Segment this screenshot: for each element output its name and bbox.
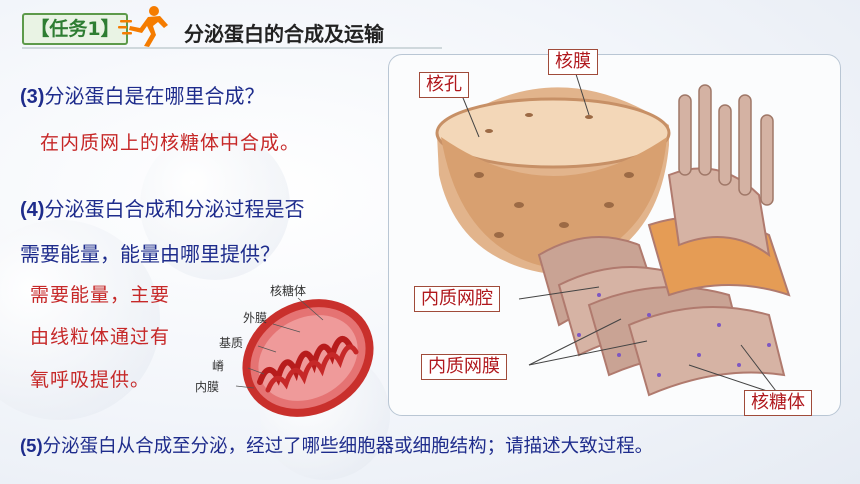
running-person-icon [118,6,168,47]
question-number: (3) [20,86,45,108]
question-3: (3)分泌蛋白是在哪里合成？ [20,80,264,109]
page-title: 分泌蛋白的合成及运输 [184,22,384,46]
label-er-membrane: 内质网膜 [421,354,507,380]
question-text: 分泌蛋白从合成至分泌，经过了哪些细胞器或细胞结构；请描述大致过程。 [42,436,654,457]
question-5: (5)分泌蛋白从合成至分泌，经过了哪些细胞器或细胞结构；请描述大致过程。 [20,432,653,458]
background-bubble [0,220,160,420]
diagram-panel: 核孔 核膜 内质网腔 内质网膜 核糖体 [388,49,841,416]
mito-label-outer-membrane: 外膜 [243,311,268,325]
label-nuclear-envelope: 核膜 [548,49,598,75]
question-4-line2: 需要能量，能量由哪里提供？ [20,242,280,266]
answer-3: 在内质网上的核糖体中合成。 [40,132,301,154]
label-ribosome: 核糖体 [744,390,812,416]
question-text: 分泌蛋白是在哪里合成？ [44,84,265,108]
background-bubble [140,130,290,280]
question-number: (4) [20,199,45,221]
question-number: (5) [20,435,43,456]
label-er-lumen: 内质网腔 [414,286,500,312]
nucleus-er-illustration [435,70,791,397]
answer-4-line1: 需要能量，主要 [30,284,171,306]
question-4: (4)分泌蛋白合成和分泌过程是否 [20,193,304,222]
answer-4-line2: 由线粒体通过有 [30,326,171,348]
title-underline [22,47,442,49]
label-nuclear-pore: 核孔 [419,72,469,98]
task-badge: 【任务1】 [22,13,128,45]
answer-4-line3: 氧呼吸提供。 [30,369,151,391]
mito-label-matrix: 基质 [219,336,244,350]
mito-label-ribosome: 核糖体 [270,284,307,298]
mitochondrion-diagram [235,297,374,417]
mito-label-cristae: 嵴 [212,359,225,373]
question-text: 分泌蛋白合成和分泌过程是否 [44,197,305,221]
mito-label-inner-membrane: 内膜 [195,380,220,394]
